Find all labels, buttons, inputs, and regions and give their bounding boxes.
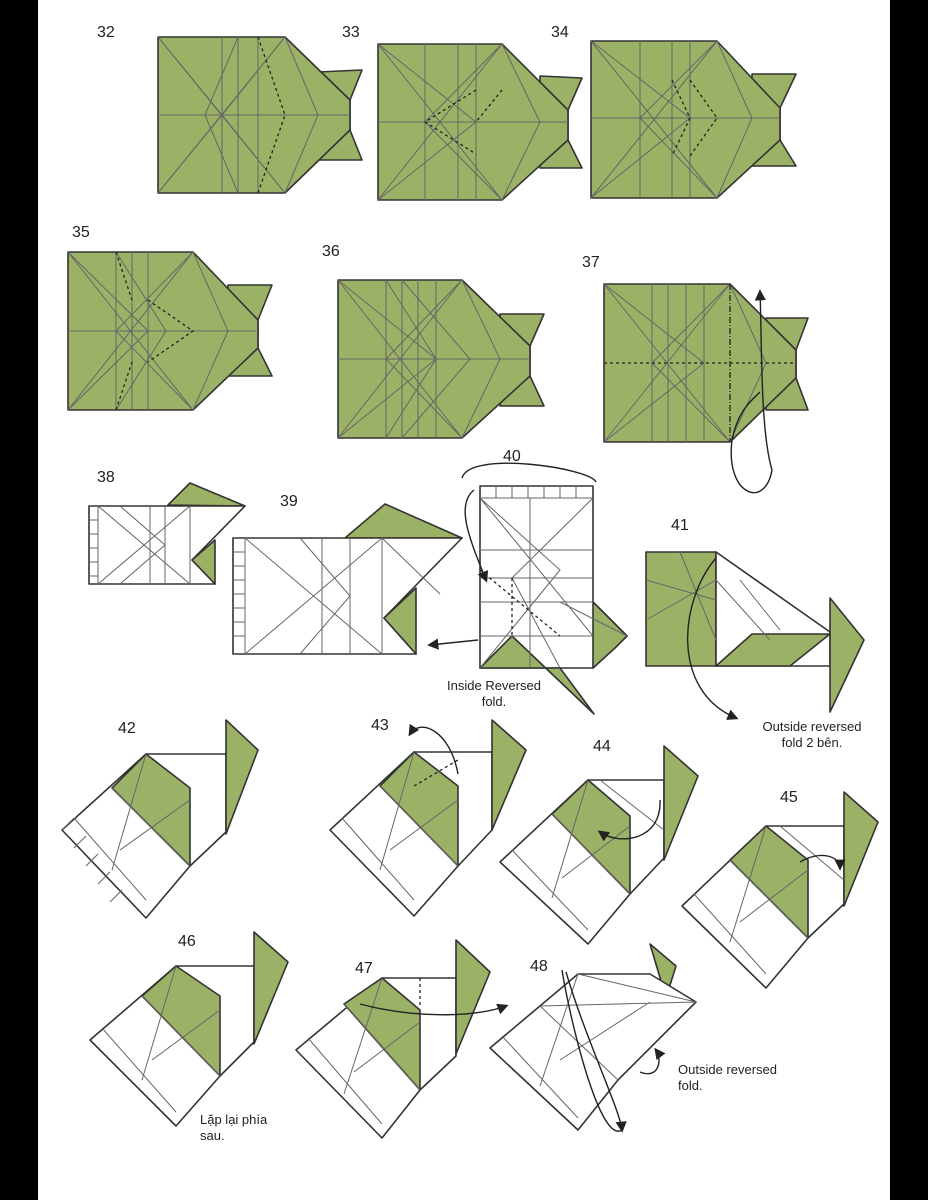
- step-43-diagram: 43: [329, 717, 527, 917]
- step-48-caption-line1: Outside reversed: [678, 1062, 777, 1077]
- step-41-caption-line1: Outside reversed: [763, 719, 862, 734]
- step-42-tip-flap: [225, 719, 259, 835]
- step-46-number: 46: [178, 933, 196, 950]
- step-47-tip-flap: [455, 939, 491, 1055]
- step-44-diagram: 44: [499, 738, 699, 945]
- step-40-caption-line1: Inside Reversed: [447, 678, 541, 693]
- step-45-tip-flap: [843, 791, 879, 907]
- step-39-side-flap: [383, 587, 417, 655]
- step-40-number: 40: [503, 448, 521, 465]
- step-45-number: 45: [780, 789, 798, 806]
- step-44-tip-flap: [663, 745, 699, 861]
- step-36-diagram: 36: [322, 243, 545, 439]
- step-46-caption-line2: sau.: [200, 1128, 225, 1143]
- step-46-tip-flap: [253, 931, 289, 1045]
- step-35-number: 35: [72, 224, 90, 241]
- step-33-number: 33: [342, 24, 360, 41]
- step-48-number: 48: [530, 958, 548, 975]
- step-41-tip-flap: [829, 597, 865, 713]
- step-39-number: 39: [280, 493, 298, 510]
- step-41-green-panel: [645, 551, 717, 667]
- step-38-top-flap: [167, 482, 246, 507]
- step-38-number: 38: [97, 469, 115, 486]
- step-46-caption-line1: Lặp lại phía: [200, 1112, 268, 1127]
- step-41-number: 41: [671, 517, 689, 534]
- step-40-diagram: 40 Inside Reversed fold.: [447, 448, 628, 715]
- step-45-diagram: 45: [681, 789, 879, 989]
- step-38-diagram: 38: [88, 469, 246, 585]
- step-33-diagram: 33: [342, 24, 583, 201]
- step-40-caption-line2: fold.: [482, 694, 507, 709]
- step-39-diagram: 39: [232, 493, 479, 655]
- step-38-side-flap: [191, 539, 216, 585]
- step-43-number: 43: [371, 717, 389, 734]
- step-46-diagram: 46 Lặp lại phía sau.: [89, 931, 289, 1143]
- step-35-diagram: 35: [67, 224, 273, 411]
- step-37-number: 37: [582, 254, 600, 271]
- step-41-caption-line2: fold 2 bên.: [782, 735, 843, 750]
- step-47-diagram: 47: [295, 939, 509, 1139]
- step-42-number: 42: [118, 720, 136, 737]
- step-34-diagram: 34: [551, 24, 797, 199]
- step-48-tip-flap: [649, 943, 677, 999]
- step-42-diagram: 42: [61, 719, 259, 919]
- step-39-top-flap: [344, 503, 463, 539]
- step-43-tip-flap: [491, 719, 527, 831]
- step-40-side-flap: [592, 601, 628, 669]
- step-44-number: 44: [593, 738, 611, 755]
- step-48-caption-line2: fold.: [678, 1078, 703, 1093]
- step-36-number: 36: [322, 243, 340, 260]
- step-39-paper: [232, 537, 463, 655]
- step-37-diagram: 37: [582, 254, 809, 494]
- step-48-paper: [489, 973, 697, 1131]
- step-48-diagram: 48 Outside reversed fold.: [489, 943, 777, 1133]
- step-47-number: 47: [355, 960, 373, 977]
- step-34-number: 34: [551, 24, 569, 41]
- step-32-diagram: 32: [97, 24, 363, 194]
- step-32-number: 32: [97, 24, 115, 41]
- step-41-diagram: 41 Outside reversed fold 2 bên.: [645, 517, 865, 750]
- step-40-bottom-flap: [479, 635, 595, 715]
